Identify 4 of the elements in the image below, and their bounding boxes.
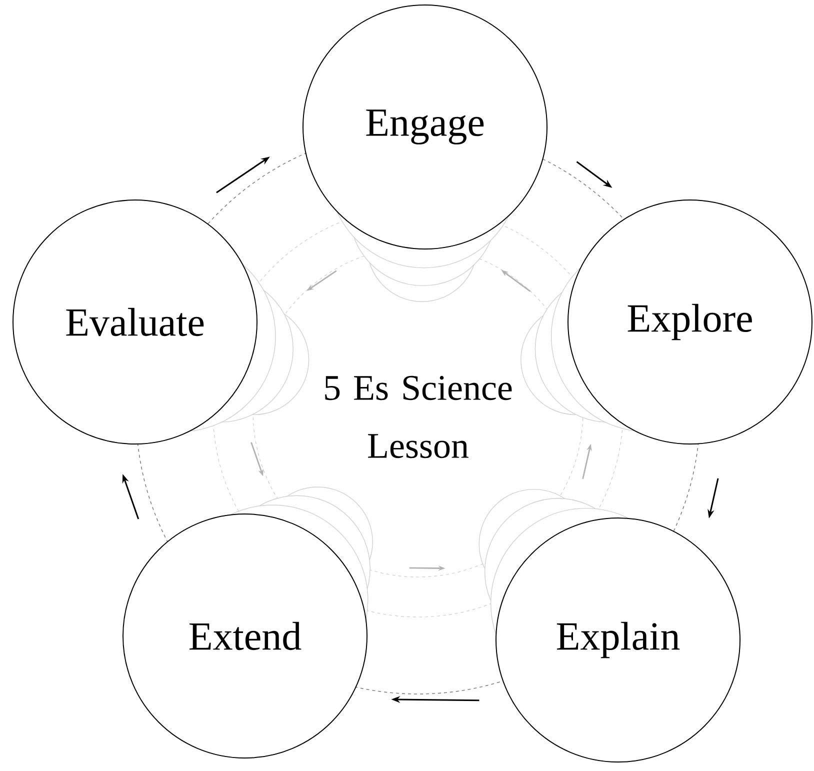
node-label: Explore xyxy=(628,304,752,340)
node-label: Explain xyxy=(556,622,680,658)
node-label: Extend xyxy=(190,622,302,650)
center-title: 5 Es Science Lesson xyxy=(325,376,512,458)
